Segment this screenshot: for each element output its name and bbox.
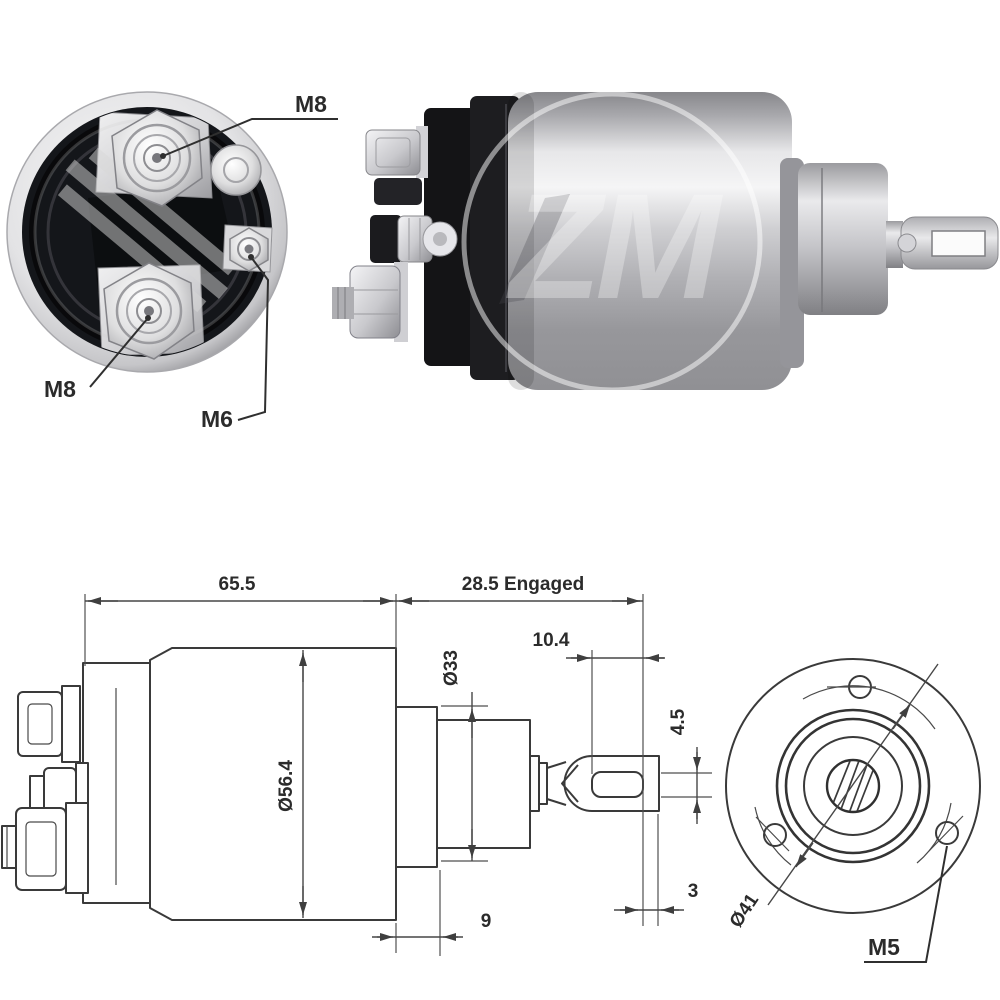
photo-link-pin bbox=[897, 233, 917, 253]
watermark-text: ZM bbox=[506, 162, 724, 330]
photo-body-cylinder bbox=[508, 92, 792, 390]
dim-slot-height: 4.5 bbox=[668, 708, 689, 735]
photo-terminal-studs bbox=[332, 126, 458, 342]
front-boss-ring-outer bbox=[775, 708, 931, 864]
dim-engaged-travel: 28.5 Engaged bbox=[462, 574, 585, 595]
photo-top-black-hex bbox=[374, 178, 422, 205]
bolt-circle-dim-line bbox=[767, 663, 939, 906]
brand-watermark: ZM bbox=[461, 91, 763, 393]
dim-body-length: 65.5 bbox=[219, 574, 256, 595]
leader-m6 bbox=[237, 256, 270, 421]
dim-bolt-circle: Ø41 bbox=[726, 890, 764, 932]
mount-hole-right-tick bbox=[928, 815, 964, 852]
watermark-circle bbox=[461, 91, 763, 393]
front-center-bore bbox=[825, 758, 881, 814]
photo-front-cap bbox=[798, 163, 888, 315]
drawing-plunger-tip bbox=[561, 764, 579, 803]
photo-bottom-hex-nut bbox=[349, 265, 401, 339]
drawing-drive-link bbox=[546, 755, 660, 812]
drawing-flange bbox=[395, 706, 438, 868]
photo-body-left-shade bbox=[508, 92, 534, 390]
terminal-stud-bottom-m8 bbox=[103, 262, 195, 360]
leader-dot-bottom-m8 bbox=[145, 315, 151, 321]
bolt-circle-arc-left bbox=[754, 806, 792, 866]
photo-mid-washer-center bbox=[433, 232, 447, 246]
drawing-collar-1 bbox=[529, 755, 540, 812]
watermark-slash bbox=[499, 194, 570, 304]
terminal-stud-dome bbox=[210, 144, 262, 196]
label-m5: M5 bbox=[868, 934, 900, 960]
front-outer-circle bbox=[725, 658, 981, 914]
photo-link-slot bbox=[931, 230, 986, 257]
bolt-circle-arc-right bbox=[916, 802, 952, 864]
drawing-rear-studs bbox=[1, 685, 89, 894]
leader-dot-top-m8 bbox=[160, 153, 166, 159]
leader-top-m8 bbox=[162, 118, 338, 157]
drawing-collar-2 bbox=[538, 762, 548, 805]
mount-hole-right bbox=[935, 821, 959, 845]
extension-lines bbox=[84, 594, 712, 956]
side-view-drawing: 65.5 28.5 Engaged 10.4 Ø33 4.5 Ø56.4 3 9 bbox=[1, 574, 712, 956]
drawing-nose-cylinder bbox=[436, 719, 531, 849]
front-view-drawing: Ø41 M5 bbox=[725, 658, 981, 963]
photo-top-square-nut bbox=[365, 129, 421, 176]
dim-flange-depth: 9 bbox=[481, 911, 492, 932]
terminal-stud-top-m8 bbox=[111, 109, 203, 207]
terminal-end-view: M8 M8 M6 bbox=[6, 91, 338, 432]
bolt-circle-arc-top bbox=[802, 685, 936, 730]
dim-neck-diameter: Ø33 bbox=[441, 650, 462, 686]
front-recess-circle bbox=[803, 736, 903, 836]
mount-hole-left-tick bbox=[755, 816, 790, 852]
leader-m5 bbox=[864, 845, 948, 963]
label-m6: M6 bbox=[201, 406, 233, 432]
photo-top-square-nut-face bbox=[375, 137, 411, 168]
mount-hole-left bbox=[763, 823, 787, 847]
drawing-body bbox=[149, 647, 397, 921]
dimension-lines bbox=[85, 597, 701, 941]
label-top-m8: M8 bbox=[295, 91, 327, 117]
photo-bottom-stud bbox=[332, 287, 354, 319]
dim-body-diameter: Ø56.4 bbox=[276, 760, 297, 812]
product-photo: ZM bbox=[332, 91, 999, 393]
label-bottom-m8: M8 bbox=[44, 376, 76, 402]
front-boss-ring-inner bbox=[784, 717, 922, 855]
dim-slot-length: 10.4 bbox=[533, 630, 570, 651]
photo-collar bbox=[886, 221, 903, 268]
dim-tip-thickness: 3 bbox=[688, 881, 699, 902]
leader-dot-m6 bbox=[248, 254, 254, 260]
leader-bottom-m8 bbox=[89, 317, 149, 388]
terminal-stud-m6 bbox=[222, 224, 273, 273]
photo-mid-black-block bbox=[370, 215, 402, 263]
